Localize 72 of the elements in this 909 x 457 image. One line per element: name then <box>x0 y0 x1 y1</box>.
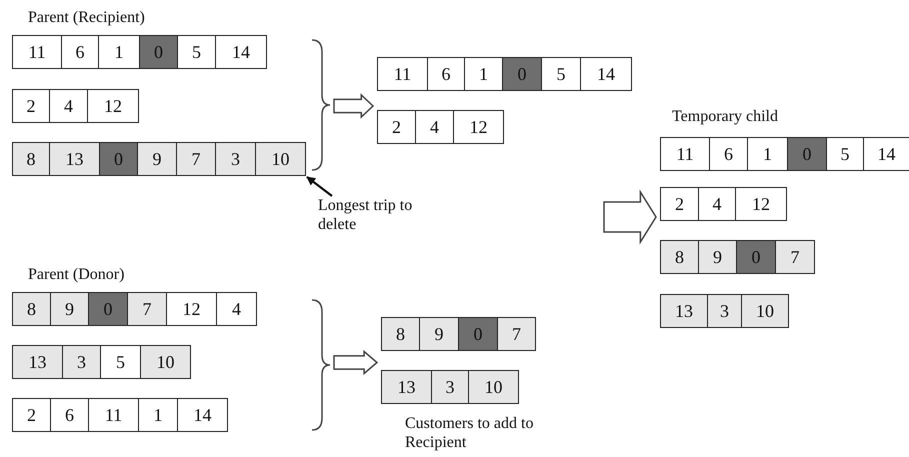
route-cell: 12 <box>453 110 504 144</box>
route-cell: 13 <box>381 370 432 404</box>
block-arrow <box>333 93 374 119</box>
route-cell: 14 <box>215 35 267 69</box>
route-cell: 0 <box>502 57 542 91</box>
block-arrow <box>603 189 657 245</box>
route-cell: 0 <box>88 292 128 326</box>
route-cell: 0 <box>99 142 138 176</box>
route-cell: 2 <box>12 89 50 123</box>
route-cell: 3 <box>707 294 742 328</box>
route-cell: 4 <box>49 89 88 123</box>
route-cell: 7 <box>127 292 167 326</box>
route-cell: 3 <box>215 142 256 176</box>
route-cell: 9 <box>419 317 459 351</box>
route-cell: 8 <box>12 292 51 326</box>
route-cell: 10 <box>255 142 306 176</box>
route-cell: 6 <box>709 137 748 171</box>
route-cell: 7 <box>176 142 216 176</box>
route-cell: 8 <box>12 142 50 176</box>
route-cell: 7 <box>497 317 536 351</box>
route-cell: 1 <box>464 57 503 91</box>
route-cell: 0 <box>787 137 827 171</box>
route-cell: 10 <box>140 345 191 379</box>
route-cell: 6 <box>50 398 89 432</box>
route-cell: 9 <box>50 292 89 326</box>
annotation-text: Longest trip to delete <box>318 196 418 234</box>
route-cell: 2 <box>660 187 699 221</box>
route-cell: 10 <box>741 294 789 328</box>
route-cell: 11 <box>660 137 710 171</box>
route-cell: 1 <box>138 398 178 432</box>
route-cell: 6 <box>61 35 99 69</box>
route-cell: 14 <box>177 398 228 432</box>
note-text: Customers to add to Recipient <box>405 414 534 452</box>
route-cell: 11 <box>377 57 428 91</box>
route-cell: 13 <box>49 142 100 176</box>
route-cell: 12 <box>87 89 139 123</box>
route-cell: 1 <box>747 137 788 171</box>
route-cell: 14 <box>580 57 632 91</box>
leader-arrow <box>306 176 333 197</box>
route-cell: 2 <box>377 110 416 144</box>
panel-heading: Temporary child <box>672 107 778 126</box>
route-cell: 8 <box>660 240 699 274</box>
route-cell: 12 <box>735 187 787 221</box>
route-cell: 3 <box>431 370 469 404</box>
route-cell: 5 <box>100 345 141 379</box>
route-cell: 7 <box>775 240 815 274</box>
route-cell: 0 <box>139 35 178 69</box>
route-cell: 2 <box>12 398 51 432</box>
route-cell: 4 <box>415 110 454 144</box>
route-cell: 8 <box>381 317 420 351</box>
route-cell: 0 <box>458 317 498 351</box>
route-cell: 3 <box>62 345 101 379</box>
panel-heading: Parent (Donor) <box>28 265 124 284</box>
route-cell: 9 <box>137 142 177 176</box>
block-arrow <box>333 350 378 376</box>
route-cell: 4 <box>698 187 736 221</box>
route-cell: 9 <box>698 240 737 274</box>
route-cell: 5 <box>541 57 581 91</box>
route-cell: 11 <box>12 35 62 69</box>
route-cell: 5 <box>826 137 864 171</box>
route-cell: 4 <box>216 292 257 326</box>
route-cell: 6 <box>427 57 465 91</box>
route-cell: 5 <box>177 35 216 69</box>
route-cell: 11 <box>88 398 139 432</box>
route-cell: 10 <box>468 370 519 404</box>
route-cell: 0 <box>736 240 776 274</box>
panel-heading: Parent (Recipient) <box>28 8 145 27</box>
route-cell: 1 <box>98 35 140 69</box>
route-cell: 14 <box>863 137 909 171</box>
route-cell: 12 <box>166 292 217 326</box>
route-cell: 13 <box>660 294 708 328</box>
route-cell: 13 <box>12 345 63 379</box>
